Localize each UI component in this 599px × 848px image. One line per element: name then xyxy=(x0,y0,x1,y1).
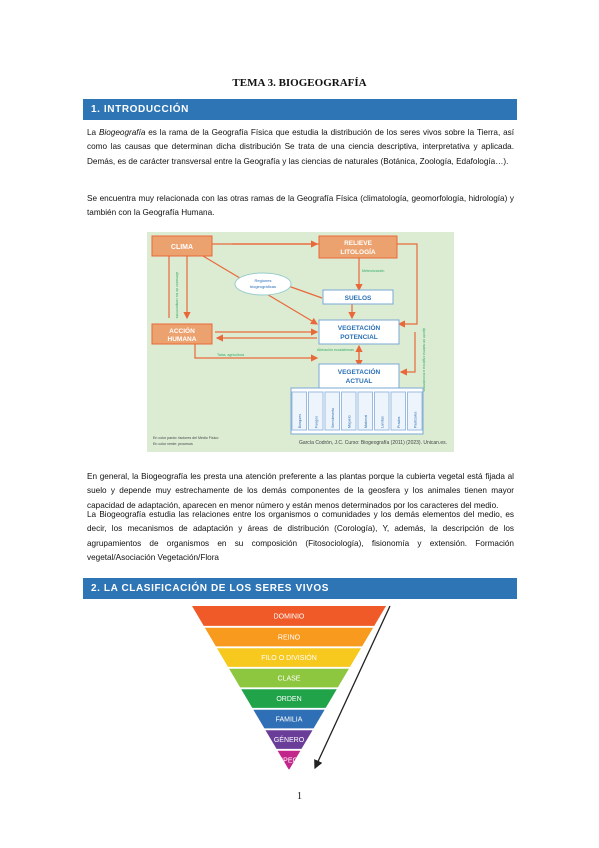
type-cell xyxy=(390,391,406,431)
type-label: Fuegos xyxy=(314,416,318,428)
label-suelos: SUELOS xyxy=(345,295,372,302)
type-label: Prados xyxy=(397,416,401,428)
label-meteorizacion: Meteorización xyxy=(362,269,384,273)
page-title: TEMA 3. BIOGEOGRAFÍA xyxy=(232,77,367,89)
pyramid-level-label: CLASE xyxy=(278,676,301,683)
taxonomy-pyramid: DOMINIO REINO FILO O DIVISIÓN CLASE ORDEN FAM… xyxy=(190,604,400,772)
pyramid-level-label: REINO xyxy=(278,635,301,642)
pyramid-level xyxy=(216,648,362,667)
label-clima: CLIMA xyxy=(171,244,193,251)
type-cell xyxy=(341,391,357,431)
pyramid-level xyxy=(253,709,325,729)
types-group: Bosques Fuegos Semideserto Majuelo Matorral L… xyxy=(291,391,423,431)
pyramid-level-label: ORDEN xyxy=(276,696,301,703)
type-cell xyxy=(324,391,340,431)
pyramid-arrow xyxy=(314,605,391,770)
type-label: Landas xyxy=(380,416,384,428)
label-relieve: RELIEVE xyxy=(344,240,372,247)
pyramid-level-label: FILO O DIVISIÓN xyxy=(261,653,317,662)
text: La xyxy=(87,128,99,137)
box-accion-humana xyxy=(151,323,213,345)
type-cell xyxy=(291,391,307,431)
diagram-svg: CLIMA RELIEVE LITOLOGÍA Meteorización Re… xyxy=(151,235,447,446)
label-vegact2: ACTUAL xyxy=(346,378,373,385)
type-cell xyxy=(374,391,390,431)
label-alteracion: Alteración ecosistemas xyxy=(317,348,354,352)
type-label: Pastizales xyxy=(413,411,417,428)
pyramid-level xyxy=(229,668,349,688)
ellipse-regiones xyxy=(234,272,292,296)
text: es la rama de la Geografía Física que es… xyxy=(87,128,514,166)
pyramid-level-label: DOMINIO xyxy=(274,614,305,621)
type-label: Bosques xyxy=(298,414,302,428)
type-label: Semideserto xyxy=(331,408,335,428)
label-right-vertical: Aporte de materia orgánica a ecosistemas xyxy=(422,328,426,392)
section-heading-introduccion: 1. INTRODUCCIÓN xyxy=(83,99,517,120)
type-cell xyxy=(308,391,324,431)
legend-2: En color verde: procesos xyxy=(153,442,193,446)
box-relieve xyxy=(318,235,398,259)
label-left-vertical: Alteración de los componentes xyxy=(175,272,179,319)
pyramid-level-label: ESPECIE xyxy=(274,758,305,765)
type-label: Majuelo xyxy=(347,415,351,428)
pyramid-level xyxy=(192,606,386,626)
label-vegpot2: POTENCIAL xyxy=(340,334,378,341)
legend-1: En color pardo: factores del Medio Físic… xyxy=(153,436,218,440)
pyramid-level xyxy=(241,689,337,708)
label-litologia: LITOLOGÍA xyxy=(340,247,376,256)
label-vegpot1: VEGETACIÓN xyxy=(338,323,381,332)
term-biogeografia: Biogeografía xyxy=(98,128,146,137)
label-talas: Talas, agricultura xyxy=(217,353,244,357)
box-vegetacion-potencial xyxy=(318,319,400,345)
paragraph-definition: La Biogeografía es la rama de la Geograf… xyxy=(87,126,514,169)
label-vegact1: VEGETACIÓN xyxy=(338,367,381,376)
credit: García Codrón, J.C. Curso: Biogeografía … xyxy=(299,440,447,446)
pyramid-svg: DOMINIO REINO FILO O DIVISIÓN CLASE ORDEN FAM… xyxy=(192,605,391,770)
box-vegetacion-actual xyxy=(318,363,400,389)
label-regiones: Regiones xyxy=(255,278,272,283)
paragraph-relations-organisms: La Biogeografía estudia las relaciones e… xyxy=(87,510,514,563)
type-label: Matorral xyxy=(364,415,368,428)
type-cell xyxy=(407,391,423,431)
pyramid-level xyxy=(277,750,301,770)
label-accion: ACCIÓN xyxy=(169,326,195,335)
biogeography-diagram: CLIMA RELIEVE LITOLOGÍA Meteorización Re… xyxy=(147,232,454,452)
pyramid-level xyxy=(204,627,374,647)
paragraph-plants: En general, la Biogeografía les presta u… xyxy=(87,472,514,510)
page-number: 1 xyxy=(297,791,302,802)
paragraph-relations: Se encuentra muy relacionada con las otr… xyxy=(87,194,514,218)
section-heading-clasificacion: 2. LA CLASIFICACIÓN DE LOS SERES VIVOS xyxy=(83,578,517,599)
box-suelos xyxy=(322,289,394,305)
label-regiones2: biogeográficas xyxy=(250,284,276,289)
pyramid-level xyxy=(265,730,313,749)
label-humana: HUMANA xyxy=(168,336,197,343)
pyramid-level-label: GÉNERO xyxy=(274,735,305,744)
box-clima xyxy=(151,235,213,257)
pyramid-level-label: FAMILIA xyxy=(276,717,303,724)
type-cell xyxy=(357,391,373,431)
